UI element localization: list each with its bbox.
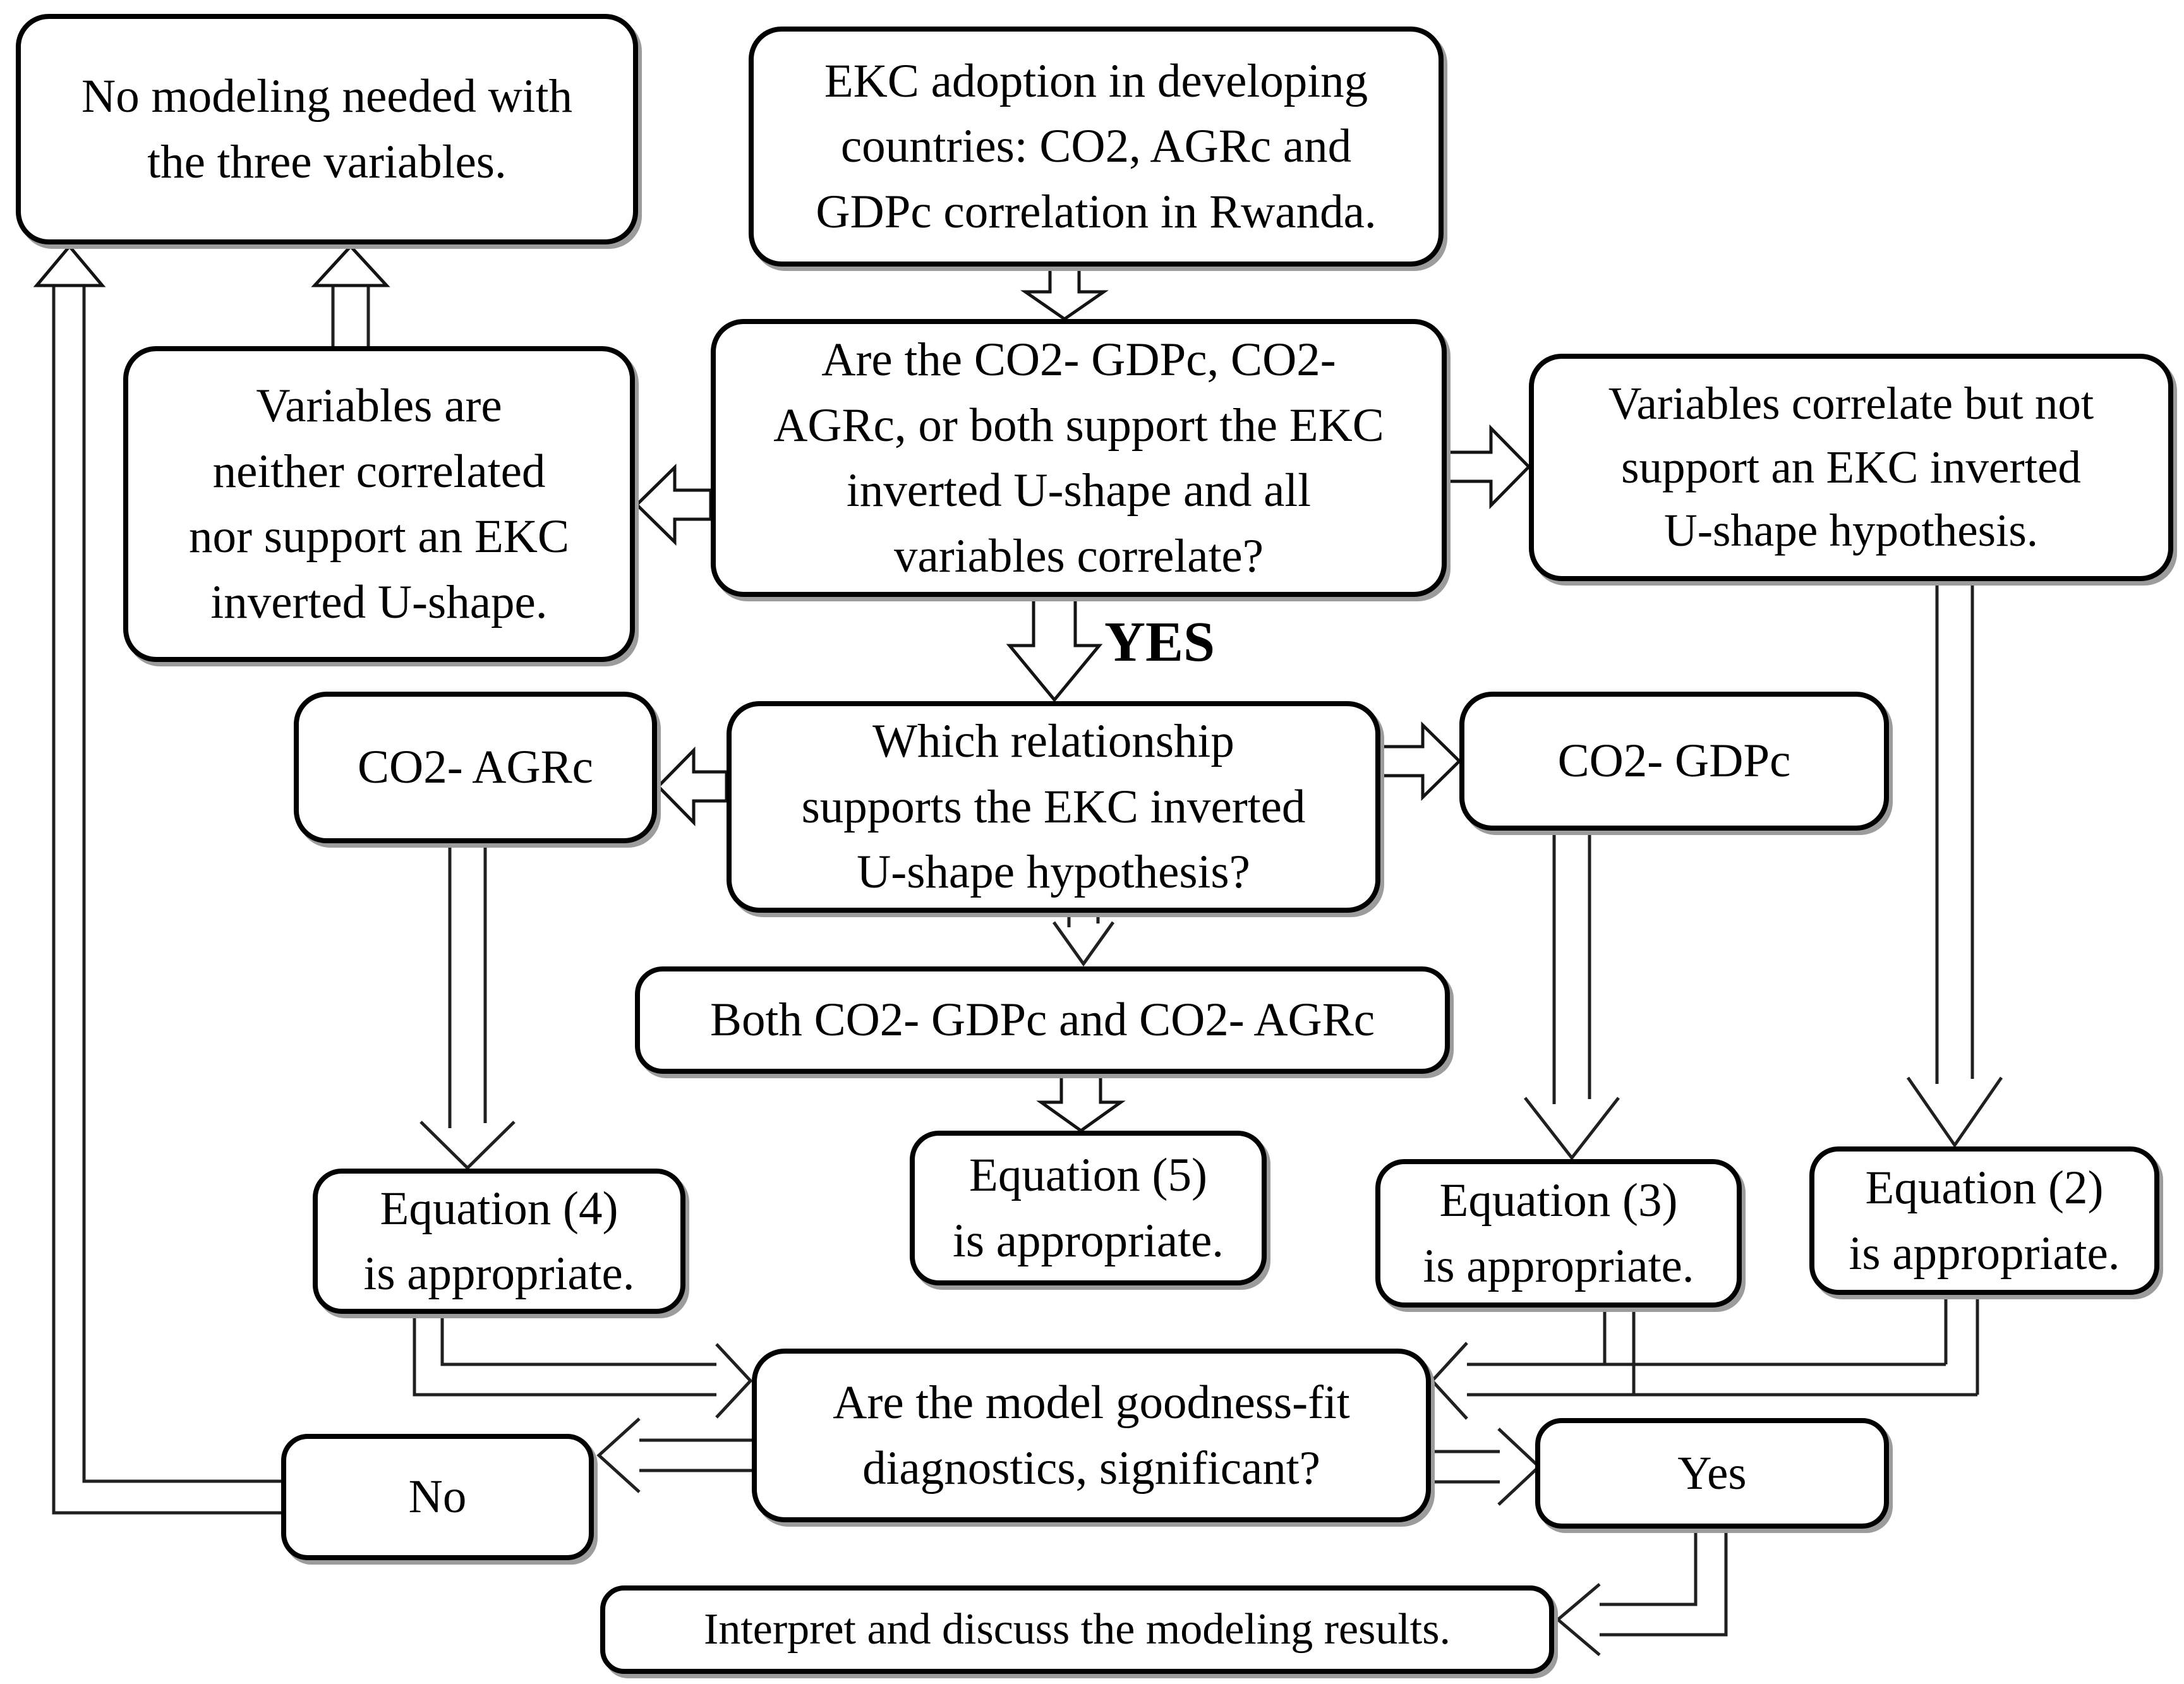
node-both-relationships: Both CO2- GDPc and CO2- AGRc	[635, 966, 1450, 1074]
node-goodness-fit-question: Are the model goodness-fit diagnostics, …	[752, 1349, 1431, 1522]
node-line: GDPc correlation in Rwanda.	[816, 185, 1377, 238]
node-line: Which relationship	[872, 715, 1234, 768]
node-ekc-adoption: EKC adoption in developing countries: CO…	[749, 27, 1444, 267]
node-line: variables correlate?	[893, 529, 1264, 582]
arrow-ekc-to-are	[1020, 263, 1109, 322]
node-equation-2: Equation (2) is appropriate.	[1809, 1146, 2159, 1295]
node-line: support an EKC inverted	[1621, 441, 2081, 493]
arrow-are-to-which-yes	[1006, 594, 1103, 702]
node-line: Equation (5)	[969, 1149, 1207, 1201]
arrow-co2gdpc-to-eq3	[1524, 831, 1620, 1161]
node-line: Equation (2)	[1865, 1162, 2104, 1214]
arrow-which-to-both	[1052, 913, 1115, 967]
node-equation-5: Equation (5) is appropriate.	[910, 1131, 1267, 1285]
node-line: Equation (4)	[380, 1182, 618, 1235]
arrow-neither-to-no-modeling	[311, 244, 390, 346]
node-line: diagnostics, significant?	[862, 1441, 1320, 1495]
node-line: is appropriate.	[1423, 1239, 1694, 1292]
node-line: Both CO2- GDPc and CO2- AGRc	[709, 994, 1375, 1047]
node-variables-neither: Variables are neither correlated nor sup…	[123, 346, 635, 662]
node-line: neither correlated	[212, 445, 546, 498]
node-line: Variables correlate but not	[1608, 377, 2094, 429]
arrow-eq3-eq2-to-goodness	[1430, 1295, 1979, 1420]
arrow-are-to-correlate	[1445, 424, 1531, 510]
yes-branch-label: YES	[1104, 611, 1216, 673]
node-no-modeling: No modeling needed with the three variab…	[16, 14, 638, 244]
node-line: CO2- AGRc	[358, 741, 593, 794]
node-no: No	[281, 1434, 594, 1560]
node-line: Are the model goodness-fit	[833, 1376, 1350, 1429]
arrow-are-to-neither	[634, 464, 713, 546]
node-line: U-shape hypothesis.	[1663, 505, 2039, 556]
node-are-support-question: Are the CO2- GDPc, CO2- AGRc, or both su…	[711, 319, 1447, 597]
node-interpret: Interpret and discuss the modeling resul…	[600, 1585, 1554, 1674]
node-yes: Yes	[1535, 1418, 1889, 1529]
arrow-which-to-co2gdpc	[1379, 721, 1462, 801]
node-line: inverted U-shape and all	[846, 464, 1312, 517]
node-line: is appropriate.	[363, 1248, 635, 1300]
node-line: AGRc, or both support the EKC	[773, 399, 1384, 452]
node-line: nor support an EKC	[188, 510, 569, 563]
node-line: Interpret and discuss the modeling resul…	[704, 1604, 1451, 1654]
node-line: Equation (3)	[1439, 1174, 1678, 1227]
node-line: Variables are	[256, 380, 502, 432]
node-which-relationship: Which relationship supports the EKC inve…	[727, 701, 1380, 913]
node-line: countries: CO2, AGRc and	[840, 120, 1352, 173]
node-line: Yes	[1677, 1446, 1747, 1500]
arrow-yes-to-interpret	[1555, 1529, 1728, 1656]
arrow-no-to-no-modeling	[33, 244, 281, 1515]
arrow-goodness-to-yes	[1431, 1428, 1541, 1506]
node-line: the three variables.	[147, 135, 507, 188]
node-equation-4: Equation (4) is appropriate.	[313, 1169, 685, 1314]
node-co2-gdpc: CO2- GDPc	[1459, 692, 1889, 831]
node-line: is appropriate.	[952, 1214, 1224, 1267]
node-equation-3: Equation (3) is appropriate.	[1375, 1159, 1742, 1308]
arrow-goodness-to-no	[596, 1417, 752, 1493]
arrow-correlate-to-eq2	[1906, 581, 2003, 1148]
node-line: EKC adoption in developing	[824, 54, 1368, 107]
node-line: is appropriate.	[1849, 1227, 2120, 1280]
node-line: No modeling needed with	[81, 70, 572, 123]
node-co2-agrc: CO2- AGRc	[294, 692, 657, 843]
node-line: supports the EKC inverted	[801, 780, 1306, 833]
node-correlate-not-support: Variables correlate but not support an E…	[1529, 354, 2173, 581]
arrow-co2agrc-to-eq4	[419, 843, 516, 1170]
arrow-which-to-co2agrc	[656, 746, 728, 827]
arrow-eq4-to-goodness	[413, 1314, 753, 1419]
node-line: No	[408, 1470, 467, 1524]
arrow-both-to-eq5	[1036, 1071, 1126, 1133]
node-line: CO2- GDPc	[1557, 735, 1791, 788]
node-line: inverted U-shape.	[210, 575, 548, 628]
node-line: U-shape hypothesis?	[857, 846, 1250, 899]
node-line: Are the CO2- GDPc, CO2-	[821, 334, 1336, 386]
